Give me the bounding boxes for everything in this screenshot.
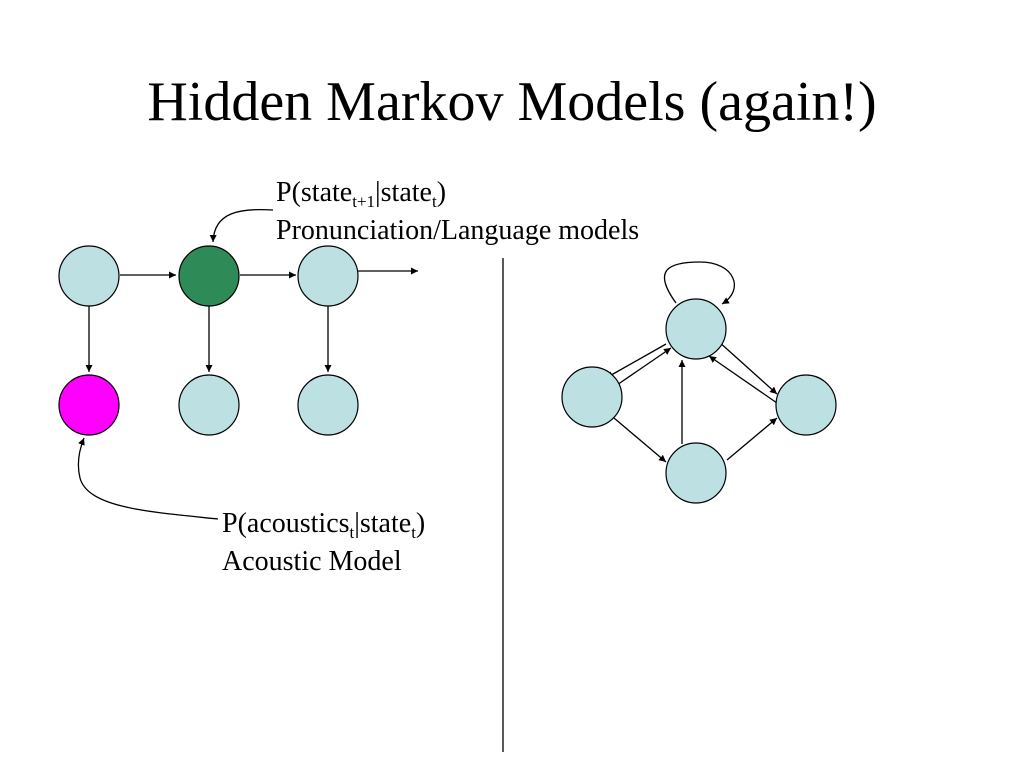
edge-left-to-bottom: [613, 417, 667, 463]
acoustic-formula-middle: |state: [354, 508, 412, 539]
transition-formula-sub-next: t+1: [352, 192, 376, 211]
highlighted-observation-node: [58, 374, 120, 436]
acoustic-callout-arrow: [77, 437, 219, 520]
transition-formula-suffix: ): [436, 177, 447, 208]
acoustic-formula: P(acousticst|statet): [222, 505, 425, 543]
acoustic-formula-sub-state: t: [411, 523, 416, 542]
acoustic-probability-label: P(acousticst|statet) Acoustic Model: [222, 505, 425, 581]
hidden-state-node-1: [58, 245, 120, 307]
edge-top-to-right: [717, 340, 778, 395]
state-graph-node-left: [561, 366, 623, 428]
transition-formula-prefix: P(state: [276, 177, 353, 208]
transition-model-caption: Pronunciation/Language models: [276, 215, 640, 246]
acoustic-formula-sub-acoustics: t: [349, 523, 355, 542]
self-loop-top-state: [663, 261, 735, 305]
transition-formula-middle: |state: [375, 177, 432, 208]
slide-title: Hidden Markov Models (again!): [147, 71, 877, 133]
acoustic-formula-prefix: P(acoustics: [222, 508, 350, 539]
transition-formula-sub-current: t: [431, 192, 437, 211]
observation-node-2: [178, 374, 240, 436]
edge-left-to-top: [613, 347, 672, 388]
transition-callout-arrow: [209, 208, 274, 243]
edge-bottom-to-right: [726, 417, 778, 461]
state-graph-node-right: [775, 374, 837, 436]
acoustic-model-caption: Acoustic Model: [222, 546, 402, 577]
transition-formula: P(statet+1|statet): [276, 174, 639, 212]
hidden-state-node-3: [297, 245, 359, 307]
edge-top-to-left: [605, 343, 667, 379]
edge-right-to-top: [708, 355, 778, 404]
state-graph-node-bottom: [665, 442, 727, 504]
transition-probability-label: P(statet+1|statet) Pronunciation/Languag…: [276, 174, 639, 250]
state-graph-node-top: [665, 298, 727, 360]
acoustic-formula-suffix: ): [415, 508, 426, 539]
highlighted-hidden-state-node: [178, 245, 240, 307]
observation-node-3: [297, 374, 359, 436]
